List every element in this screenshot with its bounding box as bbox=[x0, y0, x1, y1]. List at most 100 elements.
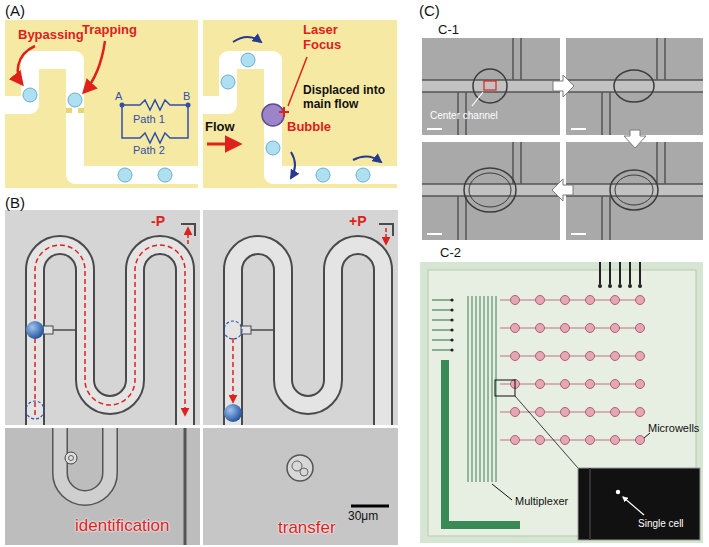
microwell bbox=[536, 352, 545, 361]
panel-label: (B) bbox=[5, 194, 25, 211]
microwell bbox=[636, 324, 645, 333]
channel-wall bbox=[609, 92, 611, 135]
multiplexer-line bbox=[472, 296, 473, 482]
channel-wall bbox=[566, 79, 703, 81]
control-port bbox=[450, 308, 453, 311]
scale-bar bbox=[427, 128, 442, 130]
channel-wall bbox=[512, 38, 514, 80]
control-line bbox=[432, 310, 452, 311]
step-arrow bbox=[552, 179, 573, 201]
flow-arrow bbox=[291, 152, 295, 178]
control-port bbox=[450, 328, 453, 331]
microwell bbox=[536, 436, 545, 445]
channel-interior bbox=[35, 245, 185, 425]
single-cell bbox=[616, 490, 620, 494]
pressure-label: +P bbox=[349, 213, 367, 229]
control-line bbox=[432, 330, 452, 331]
channel-interior bbox=[566, 184, 703, 196]
channel-wall bbox=[520, 38, 522, 80]
released-sphere bbox=[224, 404, 242, 422]
schematic-panel: FlowDisplaced into main flowLaser FocusB… bbox=[203, 20, 397, 188]
multiplexer-line bbox=[488, 296, 489, 482]
node-dot bbox=[186, 103, 191, 108]
multiplexer-line bbox=[492, 296, 493, 482]
microwell bbox=[511, 352, 520, 361]
channel-wall bbox=[601, 196, 603, 240]
microwell bbox=[611, 296, 620, 305]
trapped-sphere bbox=[26, 321, 44, 339]
microwell bbox=[586, 352, 595, 361]
channel-interior bbox=[422, 184, 560, 196]
inset-channel bbox=[589, 468, 591, 540]
channel-wall bbox=[520, 142, 522, 184]
figure-panel: (C)C-1Center channelC-2MultiplexerMicrow… bbox=[405, 0, 709, 547]
control-port bbox=[450, 318, 453, 321]
microchannel bbox=[203, 60, 397, 175]
step-label: identification bbox=[75, 516, 170, 536]
inlet-port bbox=[608, 284, 612, 288]
suction-line bbox=[251, 329, 275, 331]
multiplexer-line bbox=[484, 296, 485, 482]
cell bbox=[118, 168, 132, 182]
micrograph-background bbox=[566, 142, 703, 240]
control-line bbox=[432, 300, 452, 301]
microwell bbox=[536, 380, 545, 389]
channel-wall bbox=[664, 142, 666, 184]
chamber bbox=[614, 70, 654, 102]
annotation-label: Center channel bbox=[430, 110, 498, 122]
channel-wall bbox=[656, 142, 658, 184]
channel-wall bbox=[609, 196, 611, 240]
micrograph-panel: Center channel bbox=[422, 38, 560, 135]
multiplexer-line bbox=[496, 296, 497, 482]
bubble bbox=[262, 104, 284, 126]
pressure-label: -P bbox=[151, 213, 165, 229]
bypass-arrow bbox=[18, 46, 35, 84]
chamber bbox=[469, 173, 511, 207]
flow-label: Flow bbox=[205, 120, 235, 135]
trap-pocket bbox=[43, 326, 53, 334]
control-line bbox=[432, 320, 452, 321]
microwell bbox=[511, 324, 520, 333]
channel-wall bbox=[465, 196, 467, 240]
channel-wall bbox=[184, 428, 187, 545]
step-arrow bbox=[553, 75, 574, 97]
node-label: B bbox=[183, 90, 190, 103]
flow-arrow bbox=[207, 143, 239, 146]
panel-label: (A) bbox=[5, 2, 25, 19]
microwell bbox=[611, 380, 620, 389]
multiplexer-line bbox=[476, 296, 477, 482]
micrograph-panel: +P bbox=[203, 210, 398, 425]
zoom-line bbox=[515, 396, 578, 468]
leader-line bbox=[472, 92, 483, 106]
micrograph-panel: identification bbox=[5, 428, 200, 545]
figure-panel: (B) -P +P identification transfer 30μm bbox=[0, 192, 402, 547]
channel-wall bbox=[566, 183, 703, 185]
tubing bbox=[599, 262, 601, 284]
multiplexer-line bbox=[468, 296, 469, 482]
sphere-start bbox=[26, 401, 44, 419]
photo-panel: C-2MultiplexerMicrowellsSingle cell bbox=[420, 262, 703, 543]
resistor-path bbox=[122, 100, 188, 110]
channel-wall bbox=[457, 196, 459, 240]
channel-wall bbox=[60, 428, 110, 498]
microwell bbox=[586, 324, 595, 333]
schematic-panel: BypassingTrappingABPath 1Path 2 bbox=[5, 20, 198, 188]
cell bbox=[65, 452, 77, 464]
channel-wall bbox=[422, 183, 560, 185]
microwell bbox=[611, 436, 620, 445]
flow-path bbox=[35, 245, 185, 415]
cell-nucleus bbox=[300, 468, 308, 476]
feed-line bbox=[500, 300, 645, 301]
channel-wall bbox=[566, 195, 703, 197]
micrograph-background bbox=[203, 210, 398, 425]
step-label: transfer bbox=[278, 518, 336, 538]
cell bbox=[158, 168, 172, 182]
sphere-start bbox=[224, 321, 242, 339]
control-port bbox=[450, 348, 453, 351]
scale-label: 30μm bbox=[348, 510, 378, 524]
microwell bbox=[586, 408, 595, 417]
channel-wall bbox=[656, 38, 658, 80]
channel-wall bbox=[664, 38, 666, 80]
microwell bbox=[636, 380, 645, 389]
